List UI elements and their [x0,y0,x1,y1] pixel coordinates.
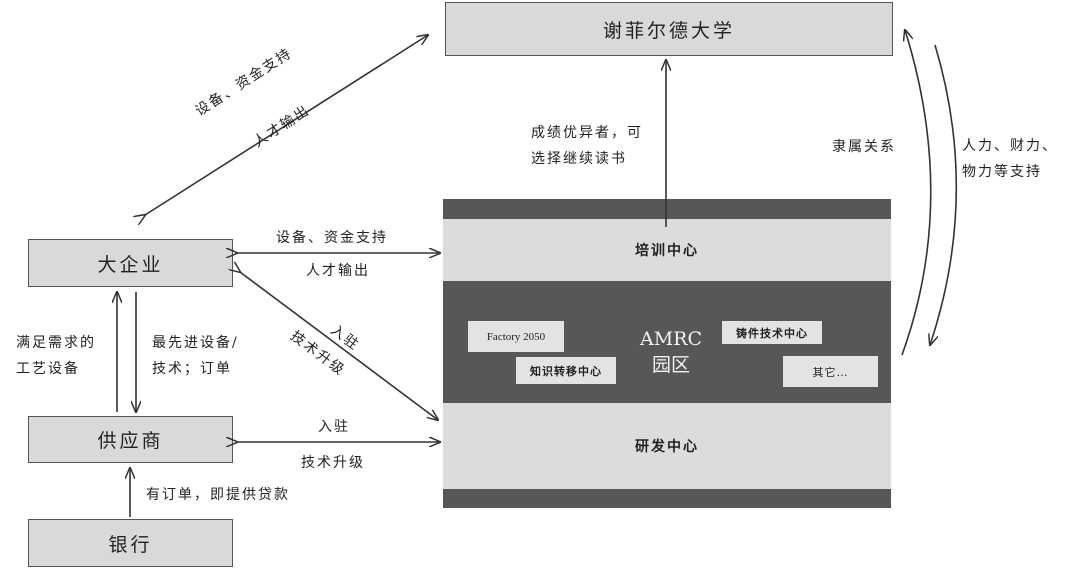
other-box: 其它… [783,356,878,387]
amrc-name: AMRC [639,328,703,350]
supplier-box: 供应商 [28,416,233,463]
bank-box: 银行 [28,519,233,567]
amrc-center-text: AMRC 园区 [621,326,721,378]
university-box: 谢菲尔德大学 [445,2,893,56]
knowledge-transfer-box: 知识转移中心 [516,357,616,384]
arrow-support-curve [930,44,958,345]
rnd-center-label: 研发中心 [635,439,699,455]
enterprise-label: 大企业 [97,253,164,276]
factory-2050-label: Factory 2050 [486,330,546,343]
arrow-enterprise-rnd [240,272,438,420]
label-graduate: 成绩优异者，可 选择继续读书 [531,125,643,167]
factory-2050-box: Factory 2050 [468,321,564,352]
label-right-side: 最先进设备/ 技术；订单 [152,335,239,377]
label-bank: 有订单，即提供贷款 [146,487,290,503]
arrow-affiliation-curve [901,30,932,356]
label-mid-bottom: 人才输出 [306,263,370,279]
bank-label: 银行 [108,533,153,556]
training-center-band: 培训中心 [443,219,891,281]
amrc-park-block: 培训中心 研发中心 Factory 2050 知识转移中心 铸件技术中心 其它…… [443,199,891,508]
label-support: 人力、财力、 物力等支持 [962,138,1058,180]
other-label: 其它… [812,365,849,379]
casting-tech-label: 铸件技术中心 [736,326,808,340]
label-rnd-upgrade: 技术升级 [301,455,365,471]
arrow-enterprise-university [145,35,428,215]
label-left-side: 满足需求的 工艺设备 [16,335,96,377]
label-rnd-enter: 入驻 [318,419,350,435]
label-affiliation: 隶属关系 [832,139,896,155]
university-label: 谢菲尔德大学 [602,19,735,42]
casting-tech-box: 铸件技术中心 [722,321,822,344]
rnd-center-band: 研发中心 [443,403,891,489]
supplier-label: 供应商 [97,430,164,452]
training-center-label: 培训中心 [635,243,699,259]
knowledge-transfer-label: 知识转移中心 [530,364,602,378]
label-mid-top: 设备、资金支持 [276,230,388,246]
amrc-park-label: 园区 [651,354,690,376]
enterprise-box: 大企业 [28,239,233,287]
